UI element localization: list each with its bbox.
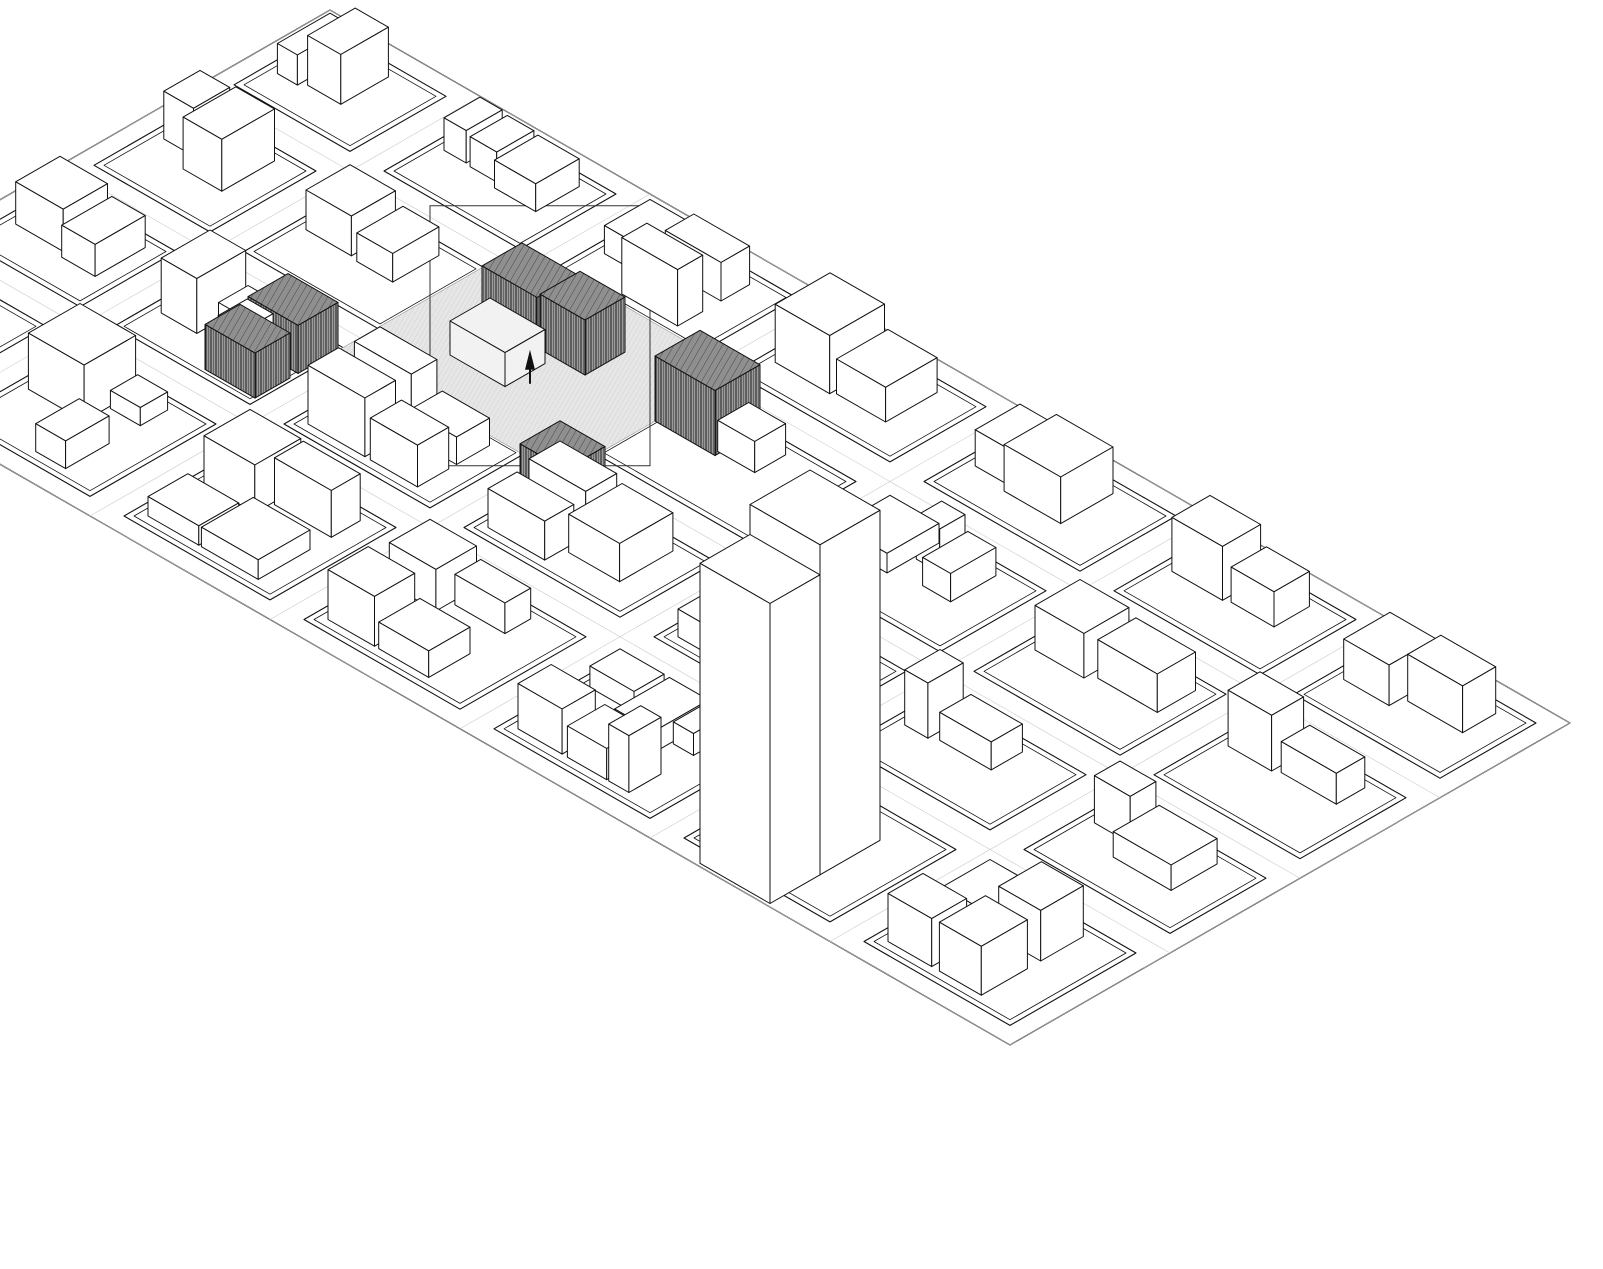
building [274, 440, 361, 538]
hatched-neighbour-building [204, 303, 291, 399]
building [378, 597, 471, 678]
building-side-face [990, 723, 1023, 771]
building [904, 649, 964, 739]
high-rise-tower [699, 534, 821, 904]
building-side-face [885, 357, 938, 423]
building [454, 558, 532, 635]
building-side-face [392, 226, 440, 283]
building-side-face [886, 522, 940, 574]
building [939, 693, 1023, 771]
building-side-face [417, 426, 450, 488]
building [922, 530, 997, 603]
building-side-face [1040, 885, 1084, 962]
building-front-face [608, 723, 630, 793]
street-centerline [0, 463, 1011, 1046]
building-side-face [1335, 756, 1366, 805]
building [568, 483, 674, 583]
building [369, 399, 450, 488]
building [1230, 546, 1310, 628]
building-side-face [257, 529, 311, 580]
building [1280, 724, 1366, 805]
building [307, 7, 389, 105]
building [836, 328, 938, 423]
buildings-layer [15, 7, 1497, 996]
building [27, 303, 137, 422]
building-side-face [94, 215, 146, 277]
building [1407, 634, 1497, 734]
building-side-face [1170, 838, 1218, 891]
building [35, 398, 110, 470]
building-side-face [1462, 666, 1497, 734]
building-side-face [139, 391, 169, 427]
building [608, 705, 662, 793]
project-building-side-face [504, 329, 546, 388]
street-centerline [0, 279, 1171, 954]
building-side-face [428, 626, 471, 678]
building [938, 895, 1028, 996]
street-centerline [1009, 722, 1571, 1046]
project-building [449, 297, 546, 388]
hatched-neighbour-building-side-face [584, 296, 626, 376]
building [182, 86, 275, 192]
high-rise-tower-side-face [819, 509, 881, 876]
street-centerline [199, 84, 1441, 799]
building [356, 205, 440, 283]
building-side-face [628, 716, 662, 793]
building [494, 134, 580, 213]
building [109, 374, 169, 427]
street-centerline [329, 9, 1571, 724]
building-side-face [720, 245, 751, 302]
building-side-face [340, 26, 389, 105]
building-side-face [1273, 570, 1310, 628]
high-rise-tower-side-face [769, 574, 821, 904]
building-side-face [456, 417, 490, 465]
building-side-face [221, 108, 275, 192]
hatched-neighbour-building-side-face [254, 332, 291, 399]
building [1112, 804, 1218, 891]
building-side-face [950, 547, 997, 603]
tree-icon [525, 349, 535, 384]
block-curb [0, 305, 37, 348]
building-side-face [1060, 446, 1114, 525]
building-side-face [504, 587, 532, 635]
building [1097, 617, 1196, 713]
building-side-face [1156, 651, 1196, 713]
building-side-face [619, 512, 674, 583]
building [1343, 611, 1436, 707]
building [1227, 671, 1305, 772]
block-curb [853, 696, 1077, 825]
building-side-face [754, 423, 787, 474]
street-centerline [59, 165, 1301, 879]
building-side-face [677, 254, 704, 327]
building-side-face [330, 473, 361, 538]
building-side-face [980, 919, 1028, 996]
building [200, 496, 311, 580]
high-rise-tower-front-face [699, 562, 771, 904]
building-side-face [65, 415, 110, 470]
building [1003, 413, 1114, 525]
building [160, 229, 247, 334]
hatched-neighbour-building [539, 270, 626, 376]
building-side-face [535, 158, 580, 213]
building [717, 402, 787, 474]
building [61, 195, 146, 277]
building [621, 222, 704, 327]
